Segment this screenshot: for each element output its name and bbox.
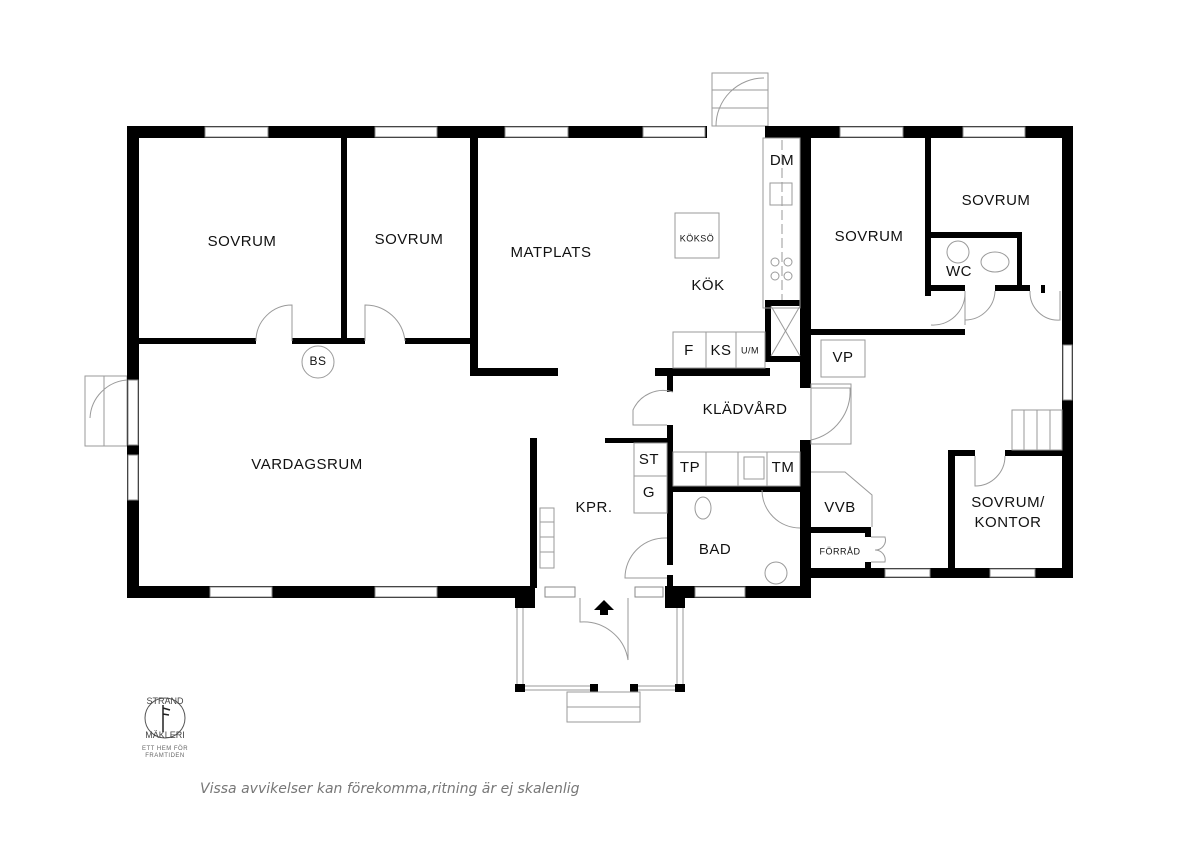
logo-tagline-line: ETT HEM FÖR xyxy=(141,746,189,752)
interior-walls xyxy=(138,138,1062,598)
left-entry-steps xyxy=(84,375,128,447)
room-label-kpr: KPR. xyxy=(575,499,612,516)
room-label-kladvard: KLÄDVÅRD xyxy=(703,401,788,418)
label-tp: TP xyxy=(680,459,700,476)
label-um: U/M xyxy=(741,345,759,355)
logo-top-text: STRAND xyxy=(146,696,184,706)
room-labels: SOVRUM SOVRUM MATPLATS KÖKSÖ KÖK DM SOVR… xyxy=(208,152,1045,558)
logo-tagline: ETT HEM FÖR FRAMTIDEN xyxy=(133,746,197,760)
label-st: ST xyxy=(639,451,659,468)
porch xyxy=(515,608,685,723)
label-f: F xyxy=(684,342,694,359)
top-entry-steps xyxy=(711,72,769,127)
room-label-sovrum-kontor: KONTOR xyxy=(975,514,1042,531)
label-dm: DM xyxy=(770,152,794,169)
fixtures xyxy=(255,137,1063,661)
disclaimer-text: Vissa avvikelser kan förekomma,ritning ä… xyxy=(200,781,580,797)
room-label-kokso: KÖKSÖ xyxy=(680,233,715,243)
room-label-sovrum: SOVRUM xyxy=(375,231,444,248)
label-tm: TM xyxy=(772,459,795,476)
room-label-sovrum: SOVRUM xyxy=(962,192,1031,209)
label-bs: BS xyxy=(309,354,326,368)
room-label-bad: BAD xyxy=(699,541,731,558)
label-forrad: FÖRRÅD xyxy=(820,546,861,556)
label-vp: VP xyxy=(832,349,853,366)
logo-tagline-line: FRAMTIDEN xyxy=(145,753,185,759)
room-label-wc: WC xyxy=(946,263,972,280)
room-label-sovrum-kontor: SOVRUM/ xyxy=(971,494,1045,511)
strand-maklei-logo: STRAND MÄKLERI xyxy=(144,696,186,740)
room-label-sovrum: SOVRUM xyxy=(835,228,904,245)
outer-walls xyxy=(127,126,1073,608)
room-label-sovrum: SOVRUM xyxy=(208,233,277,250)
room-label-vardagsrum: VARDAGSRUM xyxy=(251,456,362,473)
room-label-matplats: MATPLATS xyxy=(511,244,592,261)
label-g: G xyxy=(643,484,655,501)
logo-bottom-text: MÄKLERI xyxy=(145,730,185,740)
label-ks: KS xyxy=(710,342,731,359)
windows xyxy=(127,126,1073,598)
room-label-kok: KÖK xyxy=(691,276,724,294)
label-vvb: VVB xyxy=(824,499,856,516)
